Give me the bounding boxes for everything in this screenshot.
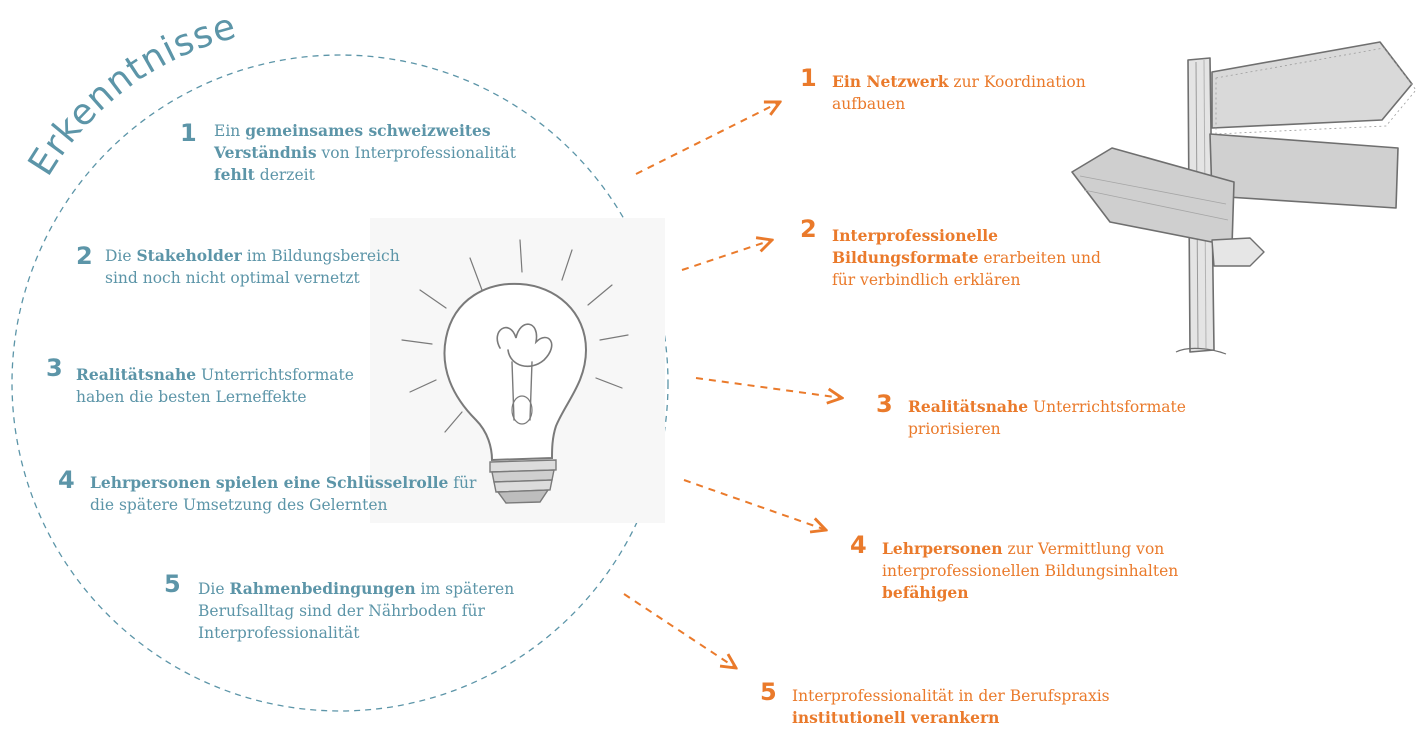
findings-dashed-circle — [11, 54, 669, 712]
recommendation-segment: erarbeiten und — [978, 249, 1101, 267]
arrows — [623, 102, 842, 668]
recommendation-line: Interprofessionalität in der Berufspraxi… — [792, 685, 1110, 707]
recommendation-line: Lehrpersonen zur Vermittlung von — [882, 538, 1178, 560]
finding-segment: Die — [105, 247, 137, 265]
finding-segment: Interprofessionalität — [198, 624, 360, 642]
arrow-5 — [623, 593, 736, 668]
recommendation-bold-segment: Realitätsnahe — [908, 397, 1029, 416]
finding-segment: im späteren — [415, 580, 515, 598]
finding-line: Realitätsnahe Unterrichtsformate — [76, 364, 354, 386]
recommendation-segment: zur Koordination — [948, 73, 1086, 91]
recommendation-bold-segment: Interprofessionelle — [832, 226, 999, 245]
finding-number-3: 3 — [46, 354, 63, 382]
recommendation-bold-segment: Ein Netzwerk — [832, 72, 949, 91]
finding-segment: für — [448, 474, 477, 492]
finding-segment: Ein — [214, 122, 246, 140]
arrow-4 — [683, 479, 826, 530]
recommendation-segment: für verbindlich erklären — [832, 271, 1021, 289]
finding-bold-segment: Lehrpersonen spielen eine Schlüsselrolle — [90, 473, 449, 492]
finding-text-2: Die Stakeholder im Bildungsbereich sind n… — [105, 245, 400, 289]
finding-segment: Berufsalltag sind der Nährboden für — [198, 602, 485, 620]
finding-number-5: 5 — [164, 570, 181, 598]
recommendation-bold-segment: befähigen — [882, 583, 969, 602]
finding-segment: im Bildungsbereich — [241, 247, 400, 265]
recommendation-segment: zur Vermittlung von — [1002, 540, 1165, 558]
finding-bold-segment: Realitätsnahe — [76, 365, 197, 384]
recommendation-line: priorisieren — [908, 418, 1186, 440]
signpost-icon — [1071, 41, 1417, 355]
arrow-2 — [681, 240, 772, 271]
recommendation-segment: priorisieren — [908, 420, 1001, 438]
finding-segment: haben die besten Lerneffekte — [76, 388, 307, 406]
recommendation-bold-segment: Bildungsformate — [832, 248, 979, 267]
finding-bold-segment: Stakeholder — [136, 246, 242, 265]
arrow-3 — [695, 377, 842, 398]
finding-line: fehlt derzeit — [214, 164, 516, 186]
recommendation-text-3: Realitätsnahe Unterrichtsformate priorisi… — [908, 396, 1186, 440]
recommendation-segment: Interprofessionalität in der Berufspraxi… — [792, 687, 1110, 705]
recommendation-line: Ein Netzwerk zur Koordination — [832, 71, 1086, 93]
recommendation-line: befähigen — [882, 582, 1178, 604]
recommendation-line: institutionell verankern — [792, 707, 1110, 729]
recommendation-text-1: Ein Netzwerk zur Koordination aufbauen — [832, 71, 1086, 115]
finding-line: Interprofessionalität — [198, 622, 514, 644]
recommendation-segment: interprofessionellen Bildungsinhalten — [882, 562, 1179, 580]
recommendation-line: aufbauen — [832, 93, 1086, 115]
recommendation-line: Interprofessionelle — [832, 225, 1101, 247]
recommendation-number-3: 3 — [876, 390, 893, 418]
finding-number-4: 4 — [58, 466, 75, 494]
recommendation-line: Realitätsnahe Unterrichtsformate — [908, 396, 1186, 418]
finding-segment: Unterrichtsformate — [196, 366, 354, 384]
recommendation-number-5: 5 — [760, 678, 777, 706]
finding-segment: Die — [198, 580, 230, 598]
finding-bold-segment: fehlt — [214, 165, 255, 184]
finding-line: sind noch nicht optimal vernetzt — [105, 267, 400, 289]
finding-line: Die Rahmenbedingungen im späteren — [198, 578, 514, 600]
recommendation-number-1: 1 — [800, 64, 817, 92]
finding-segment: die spätere Umsetzung des Gelernten — [90, 496, 388, 514]
finding-segment: von Interprofessionalität — [316, 144, 517, 162]
finding-line: Berufsalltag sind der Nährboden für — [198, 600, 514, 622]
recommendation-bold-segment: Lehrpersonen — [882, 539, 1003, 558]
finding-text-4: Lehrpersonen spielen eine Schlüsselrolle… — [90, 472, 476, 516]
recommendation-text-5: Interprofessionalität in der Berufspraxi… — [792, 685, 1110, 729]
finding-line: Ein gemeinsames schweizweites — [214, 120, 516, 142]
recommendation-line: Bildungsformate erarbeiten und — [832, 247, 1101, 269]
recommendation-text-4: Lehrpersonen zur Vermittlung von interpro… — [882, 538, 1178, 604]
finding-line: Verständnis von Interprofessionalität — [214, 142, 516, 164]
recommendation-segment: aufbauen — [832, 95, 906, 113]
recommendation-bold-segment: institutionell verankern — [792, 708, 1000, 727]
finding-number-2: 2 — [76, 242, 93, 270]
finding-number-1: 1 — [180, 119, 197, 147]
recommendation-number-4: 4 — [850, 531, 867, 559]
recommendation-segment: Unterrichtsformate — [1028, 398, 1186, 416]
recommendation-line: für verbindlich erklären — [832, 269, 1101, 291]
arrow-1 — [635, 102, 780, 175]
title: Erkenntnisse — [21, 6, 241, 183]
finding-text-3: Realitätsnahe Unterrichtsformate haben di… — [76, 364, 354, 408]
lightbulb-icon — [370, 218, 665, 523]
finding-segment: sind noch nicht optimal vernetzt — [105, 269, 360, 287]
finding-line: die spätere Umsetzung des Gelernten — [90, 494, 476, 516]
finding-segment: derzeit — [254, 166, 315, 184]
finding-line: Lehrpersonen spielen eine Schlüsselrolle… — [90, 472, 476, 494]
recommendation-number-2: 2 — [800, 215, 817, 243]
finding-line: Die Stakeholder im Bildungsbereich — [105, 245, 400, 267]
recommendation-line: interprofessionellen Bildungsinhalten — [882, 560, 1178, 582]
finding-bold-segment: gemeinsames schweizweites — [245, 121, 491, 140]
finding-bold-segment: Rahmenbedingungen — [229, 579, 416, 598]
finding-line: haben die besten Lerneffekte — [76, 386, 354, 408]
finding-bold-segment: Verständnis — [214, 143, 317, 162]
